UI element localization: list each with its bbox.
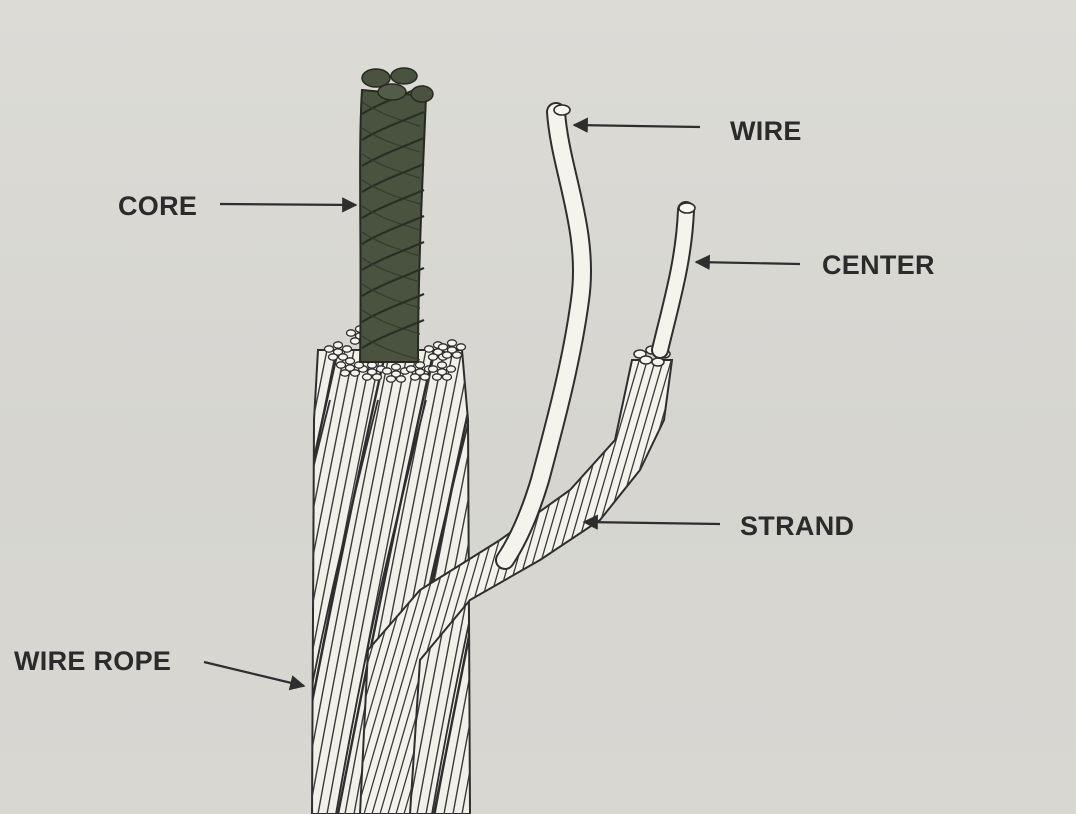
core	[360, 68, 433, 362]
core-arrow	[220, 204, 356, 205]
label-wire-rope: WIRE ROPE	[14, 648, 171, 675]
label-wire: WIRE	[730, 118, 802, 145]
wire-arrow	[574, 125, 700, 127]
center-wire	[660, 203, 695, 350]
label-center: CENTER	[822, 252, 935, 279]
label-strand: STRAND	[740, 513, 854, 540]
center-arrow	[696, 262, 800, 264]
wire-rope-arrow	[204, 662, 304, 686]
label-core: CORE	[118, 193, 197, 220]
strand-arrow	[584, 522, 720, 524]
